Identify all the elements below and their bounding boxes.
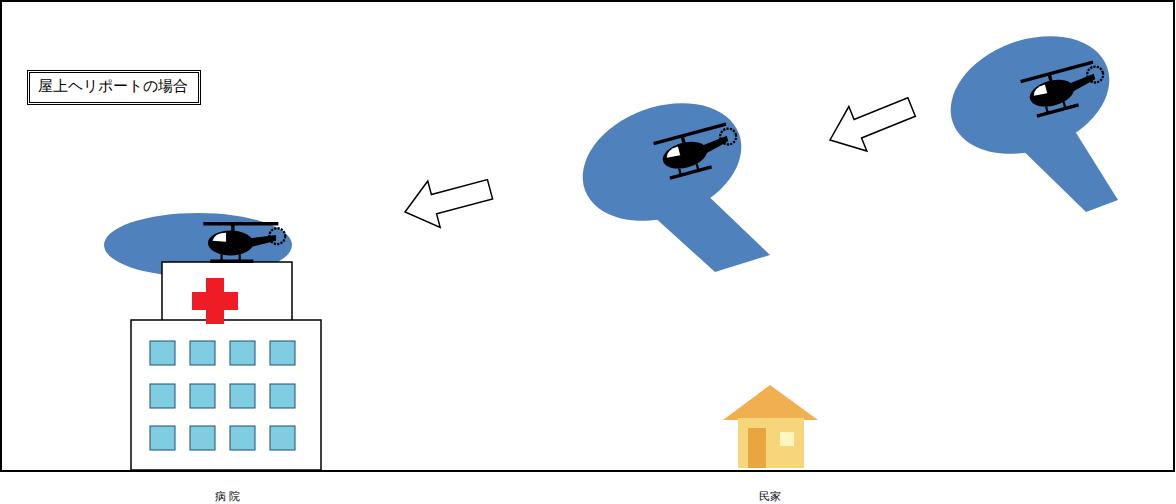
building-label: 民家 [759, 489, 781, 504]
title-text: 屋上ヘリポートの場合 [38, 77, 190, 96]
helicopter-downwash [566, 82, 770, 272]
frame [1, 1, 1174, 471]
movement-arrow [399, 166, 496, 235]
title-box: 屋上ヘリポートの場合 [27, 70, 201, 105]
helicopter-downwash [934, 15, 1126, 212]
movement-arrow [821, 85, 921, 162]
hospital [104, 213, 321, 470]
house [723, 385, 818, 468]
building-label: 病 院 [215, 489, 241, 504]
